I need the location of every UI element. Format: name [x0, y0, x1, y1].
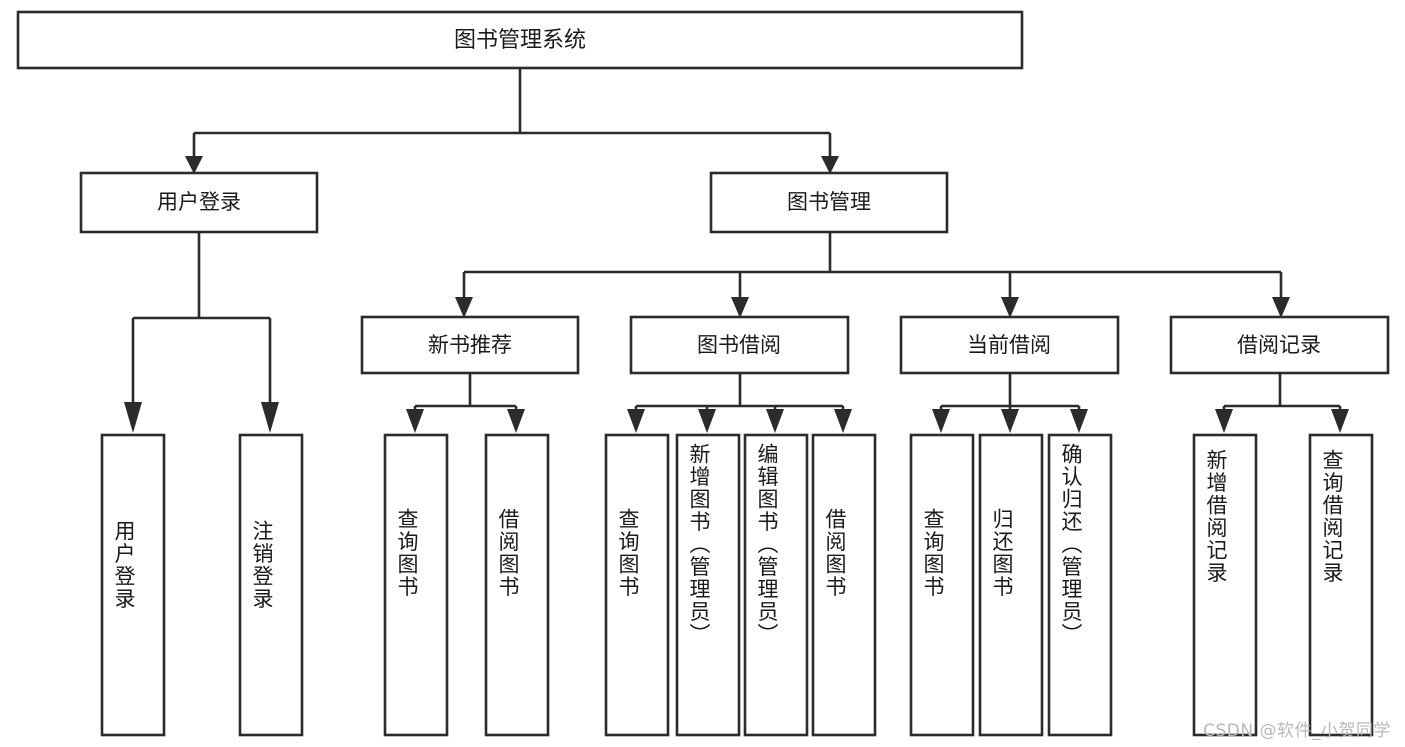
node-leaf-query-book-2-box[interactable] [604, 433, 670, 737]
arrowhead-leaf-query-record [1331, 409, 1349, 433]
node-borrow-record-label: 借阅记录 [1237, 333, 1321, 357]
node-root[interactable]: 图书管理系统 [16, 10, 1024, 70]
node-leaf-borrow-book-1-box[interactable] [484, 433, 550, 737]
arrowhead-leaf-query-book-3 [932, 409, 950, 433]
node-borrow-record-box[interactable] [1169, 315, 1390, 375]
node-book-borrow-label: 图书借阅 [697, 333, 781, 357]
node-leaf-return-book-box[interactable] [978, 433, 1044, 737]
node-user-login-box[interactable] [79, 171, 319, 234]
node-leaf-query-book-3-box[interactable] [909, 433, 975, 737]
node-leaf-borrow-book-2-box[interactable] [811, 433, 877, 737]
node-leaf-add-record-box[interactable] [1192, 433, 1258, 737]
node-user-login-label: 用户登录 [157, 190, 241, 214]
arrowhead-book-manage [821, 156, 839, 174]
arrowhead-leaf-borrow-book-2 [834, 409, 852, 433]
arrowhead-new-book-recommend [455, 297, 473, 318]
arrowhead-user-login [185, 156, 203, 174]
node-new-book-recommend-label: 新书推荐 [428, 333, 512, 357]
node-leaf-user-login-box[interactable] [100, 433, 166, 737]
arrowhead-leaf-query-book-1 [406, 409, 424, 433]
arrowhead-leaf-add-record [1215, 409, 1233, 433]
node-root-label: 图书管理系统 [454, 28, 586, 53]
node-new-book-recommend-box[interactable] [360, 315, 580, 375]
node-new-book-recommend[interactable]: 新书推荐 [360, 315, 580, 375]
arrowhead-book-borrow [731, 297, 749, 318]
arrowhead-leaf-borrow-book-1 [507, 409, 525, 433]
arrowhead-current-borrow [1001, 297, 1019, 318]
node-book-manage[interactable]: 图书管理 [709, 171, 949, 234]
arrowhead-borrow-record [1272, 297, 1290, 318]
node-leaf-query-book-1-box[interactable] [383, 433, 449, 737]
arrowhead-leaf-user-login [124, 402, 142, 433]
node-current-borrow-label: 当前借阅 [967, 333, 1051, 357]
node-user-login[interactable]: 用户登录 [79, 171, 319, 234]
arrowhead-leaf-query-book-2 [627, 409, 645, 433]
arrowhead-leaf-user-logout [261, 402, 279, 433]
node-book-borrow[interactable]: 图书借阅 [629, 315, 850, 375]
node-book-manage-label: 图书管理 [787, 190, 871, 214]
arrowhead-leaf-edit-book [766, 409, 784, 433]
node-book-manage-box[interactable] [709, 171, 949, 234]
csdn-watermark: CSDN @软件_小贺同学 [1203, 721, 1391, 741]
node-current-borrow[interactable]: 当前借阅 [899, 315, 1120, 375]
node-leaf-add-book-box[interactable] [675, 433, 741, 737]
node-leaf-query-record-box[interactable] [1308, 433, 1374, 737]
arrowhead-leaf-confirm-return [1070, 409, 1088, 433]
node-book-borrow-box[interactable] [629, 315, 850, 375]
node-leaf-confirm-return-box[interactable] [1047, 433, 1113, 737]
edge-group [124, 69, 1349, 433]
arrowhead-leaf-add-book [698, 409, 716, 433]
node-current-borrow-box[interactable] [899, 315, 1120, 375]
node-leaf-user-logout-box[interactable] [238, 433, 304, 737]
node-root-box[interactable] [16, 10, 1024, 70]
arrowhead-leaf-return-book [1001, 409, 1019, 433]
node-leaf-edit-book-box[interactable] [743, 433, 809, 737]
node-borrow-record[interactable]: 借阅记录 [1169, 315, 1390, 375]
